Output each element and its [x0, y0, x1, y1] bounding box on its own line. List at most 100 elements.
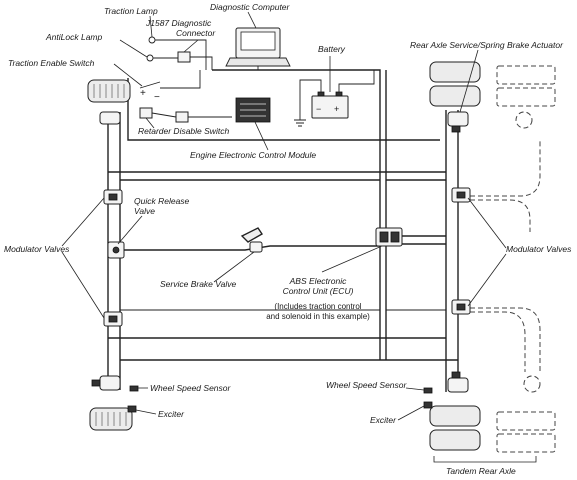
label-traction-lamp: Traction Lamp	[104, 6, 158, 16]
battery-terminal	[317, 91, 325, 97]
ecu-connector	[379, 231, 389, 243]
tandem-lower-dash	[470, 307, 541, 372]
leader-quick-release	[117, 215, 143, 245]
leader-abs-ecu	[321, 245, 383, 273]
diagnostic-computer-icon	[225, 27, 291, 70]
leader-antilock-lamp	[119, 39, 148, 58]
actuator-body	[447, 111, 469, 127]
label-rear-axle-actuator: Rear Axle Service/Spring Brake Actuator	[410, 40, 564, 50]
label-exciter-right: Exciter	[370, 415, 397, 425]
battery-plus-symbol: +	[334, 104, 339, 114]
label-engine-ecm: Engine Electronic Control Module	[190, 150, 316, 160]
tire-tread	[93, 84, 125, 98]
leader-diagnostic-computer	[247, 11, 257, 29]
leader-mod-left-lower	[61, 251, 105, 319]
ground-symbol	[294, 119, 306, 127]
ecm-fins	[240, 103, 266, 117]
actuator-stem	[451, 125, 461, 133]
rear-right-wheels-bottom	[429, 405, 481, 451]
switch-plus-symbol: +	[140, 88, 146, 99]
switch-minus-symbol: −	[154, 92, 160, 103]
label-abs-note-line2: and solenoid in this example)	[266, 312, 370, 321]
leader-exciter-left	[135, 409, 157, 415]
actuator-body	[447, 377, 469, 393]
lamp-bulb	[146, 54, 154, 62]
quick-release-valve	[107, 241, 125, 259]
exciter-left-icon	[127, 405, 137, 413]
main-lines	[107, 69, 459, 392]
leader-exciter-right	[397, 405, 425, 421]
label-abs-ecu-line2: Control Unit (ECU)	[283, 286, 354, 296]
brake-actuator-top-left	[99, 111, 121, 125]
computer-display	[240, 31, 276, 51]
battery-terminal-2	[335, 91, 343, 97]
label-wheel-speed-sensor-right: Wheel Speed Sensor	[326, 380, 407, 390]
modulator-valve-right-lower	[451, 299, 471, 315]
label-service-brake-valve: Service Brake Valve	[160, 279, 236, 289]
lamp-wire	[155, 39, 207, 70]
ghost-actuator	[515, 111, 533, 129]
valve-port	[112, 246, 120, 254]
tire-tread	[95, 412, 127, 426]
label-antilock-lamp: AntiLock Lamp	[45, 32, 102, 42]
leader-j1587	[183, 39, 199, 53]
brake-actuator-bottom-right	[447, 371, 469, 393]
exciter-right-icon	[423, 401, 433, 409]
ecu-connector-2	[390, 231, 400, 243]
tandem-dashed-lines	[470, 65, 556, 453]
modulator-valve-right-upper	[451, 187, 471, 203]
label-modulator-valves-right: Modulator Valves	[506, 244, 572, 254]
computer-keyboard	[225, 57, 291, 67]
leader-retarder	[145, 117, 155, 129]
leader-wss-right	[405, 387, 425, 391]
engine-ecm-icon	[235, 97, 271, 123]
antilock-lamp-icon	[146, 54, 178, 62]
label-quick-release-line2: Valve	[134, 206, 155, 216]
label-quick-release-line1: Quick Release	[134, 196, 190, 206]
leader-service-brake	[213, 251, 255, 283]
battery-wires	[299, 70, 375, 120]
tandem-wheel-ghost-4	[496, 433, 556, 453]
battery-minus-symbol: −	[316, 104, 321, 114]
actuator-body	[99, 111, 121, 125]
label-j1587-line1: J1587 Diagnostic	[145, 18, 212, 28]
tandem-bracket	[433, 456, 537, 463]
tire	[429, 61, 481, 83]
pedal	[240, 227, 263, 243]
modulator-valve-left-lower	[103, 311, 123, 327]
valve-port	[108, 193, 118, 201]
label-modulator-valves-left: Modulator Valves	[4, 244, 70, 254]
actuator-stem	[451, 371, 461, 379]
label-battery: Battery	[318, 44, 346, 54]
ghost-actuator	[523, 375, 541, 393]
switch-body-2	[175, 111, 189, 123]
battery-icon: − +	[294, 70, 375, 127]
tire	[429, 429, 481, 451]
connector-body	[177, 51, 191, 63]
service-brake-valve-icon	[240, 227, 263, 253]
tandem-upper-dash-2	[470, 199, 531, 232]
switch-body	[139, 107, 153, 119]
tandem-wheel-ghost-1	[496, 65, 556, 85]
sensor-head	[423, 387, 433, 394]
modulator-valve-left-upper	[103, 189, 123, 205]
switch-contacts	[139, 70, 201, 89]
label-retarder-disable-switch: Retarder Disable Switch	[138, 126, 229, 136]
retarder-disable-switch-icon	[139, 107, 232, 123]
label-abs-ecu-line1: ABS Electronic	[289, 276, 347, 286]
exciter-ring	[423, 401, 433, 409]
label-traction-enable-switch: Traction Enable Switch	[8, 58, 95, 68]
traction-enable-switch-icon: + −	[139, 70, 201, 103]
tire	[87, 79, 131, 103]
labels: Traction Lamp Diagnostic Computer J1587 …	[4, 2, 572, 476]
tire	[89, 407, 133, 431]
label-exciter-left: Exciter	[158, 409, 185, 419]
wheel-speed-sensor-right-icon	[423, 387, 433, 394]
j1587-connector-icon	[177, 51, 213, 70]
valve-body	[249, 241, 263, 253]
label-j1587-line2: Connector	[176, 28, 216, 38]
sensor-head	[129, 385, 139, 392]
label-diagnostic-computer: Diagnostic Computer	[210, 2, 291, 12]
battery-body	[311, 95, 349, 119]
